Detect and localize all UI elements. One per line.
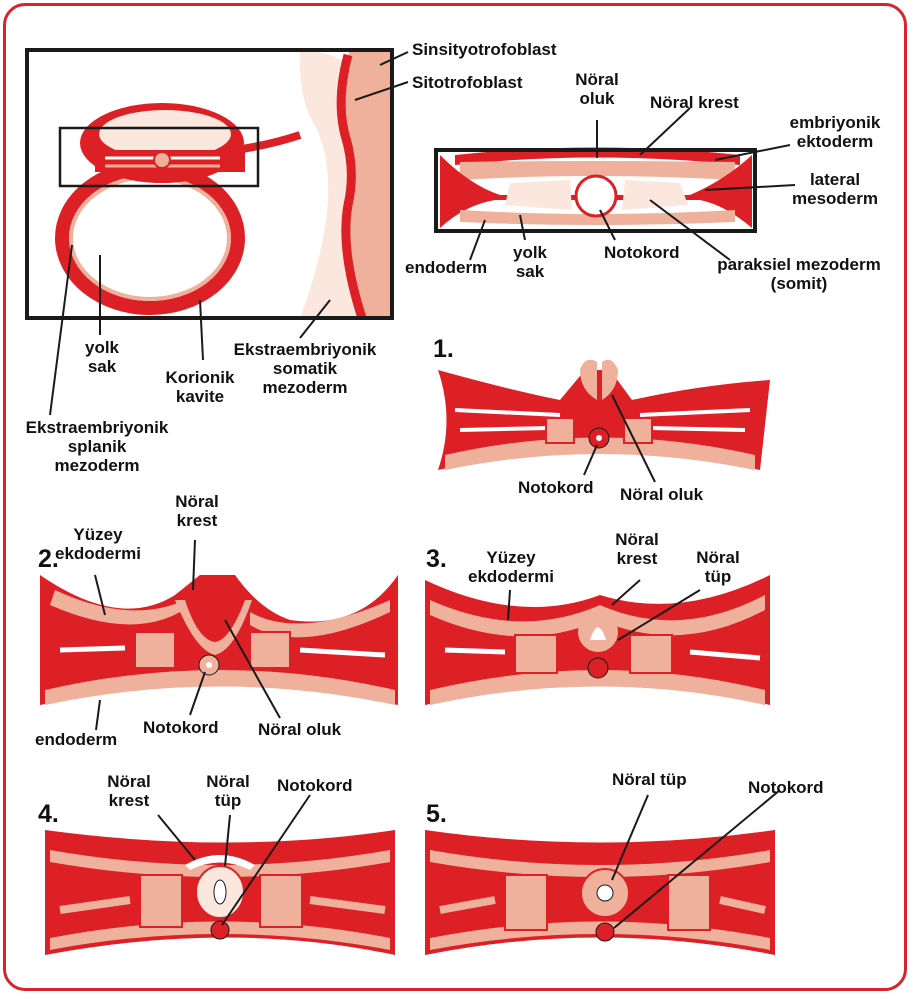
stage3-figure xyxy=(425,575,770,705)
label-notokord-stage5: Notokord xyxy=(748,778,824,797)
label-noral-oluk-stage2: Nöral oluk xyxy=(258,720,341,739)
label-sinsityotrofoblast: Sinsityotrofoblast xyxy=(412,40,557,59)
stage-number-4: 4. xyxy=(38,800,59,829)
label-noral-oluk-stage1: Nöral oluk xyxy=(620,485,703,504)
stage5-figure xyxy=(425,790,780,955)
label-noral-tup-stage5: Nöral tüp xyxy=(612,770,687,789)
detail-figure xyxy=(436,108,795,260)
label-endoderm-detail: endoderm xyxy=(405,258,487,277)
label-notokord-detail: Notokord xyxy=(604,243,680,262)
label-paraksiel-mezoderm: paraksiel mezoderm(somit) xyxy=(710,255,888,293)
stage1-figure xyxy=(438,360,770,482)
label-notokord-stage4: Notokord xyxy=(277,776,353,795)
label-endoderm-stage2: endoderm xyxy=(35,730,117,749)
stage2-figure xyxy=(40,540,398,730)
stage-number-3: 3. xyxy=(426,545,447,574)
label-sitotrofoblast: Sitotrofoblast xyxy=(412,73,523,92)
stage-number-1: 1. xyxy=(433,335,454,364)
label-notokord-stage2: Notokord xyxy=(143,718,219,737)
stage4-figure xyxy=(45,795,395,955)
label-noral-krest-detail: Nöral krest xyxy=(650,93,739,112)
label-notokord-stage1: Notokord xyxy=(518,478,594,497)
stage-number-5: 5. xyxy=(426,800,447,829)
